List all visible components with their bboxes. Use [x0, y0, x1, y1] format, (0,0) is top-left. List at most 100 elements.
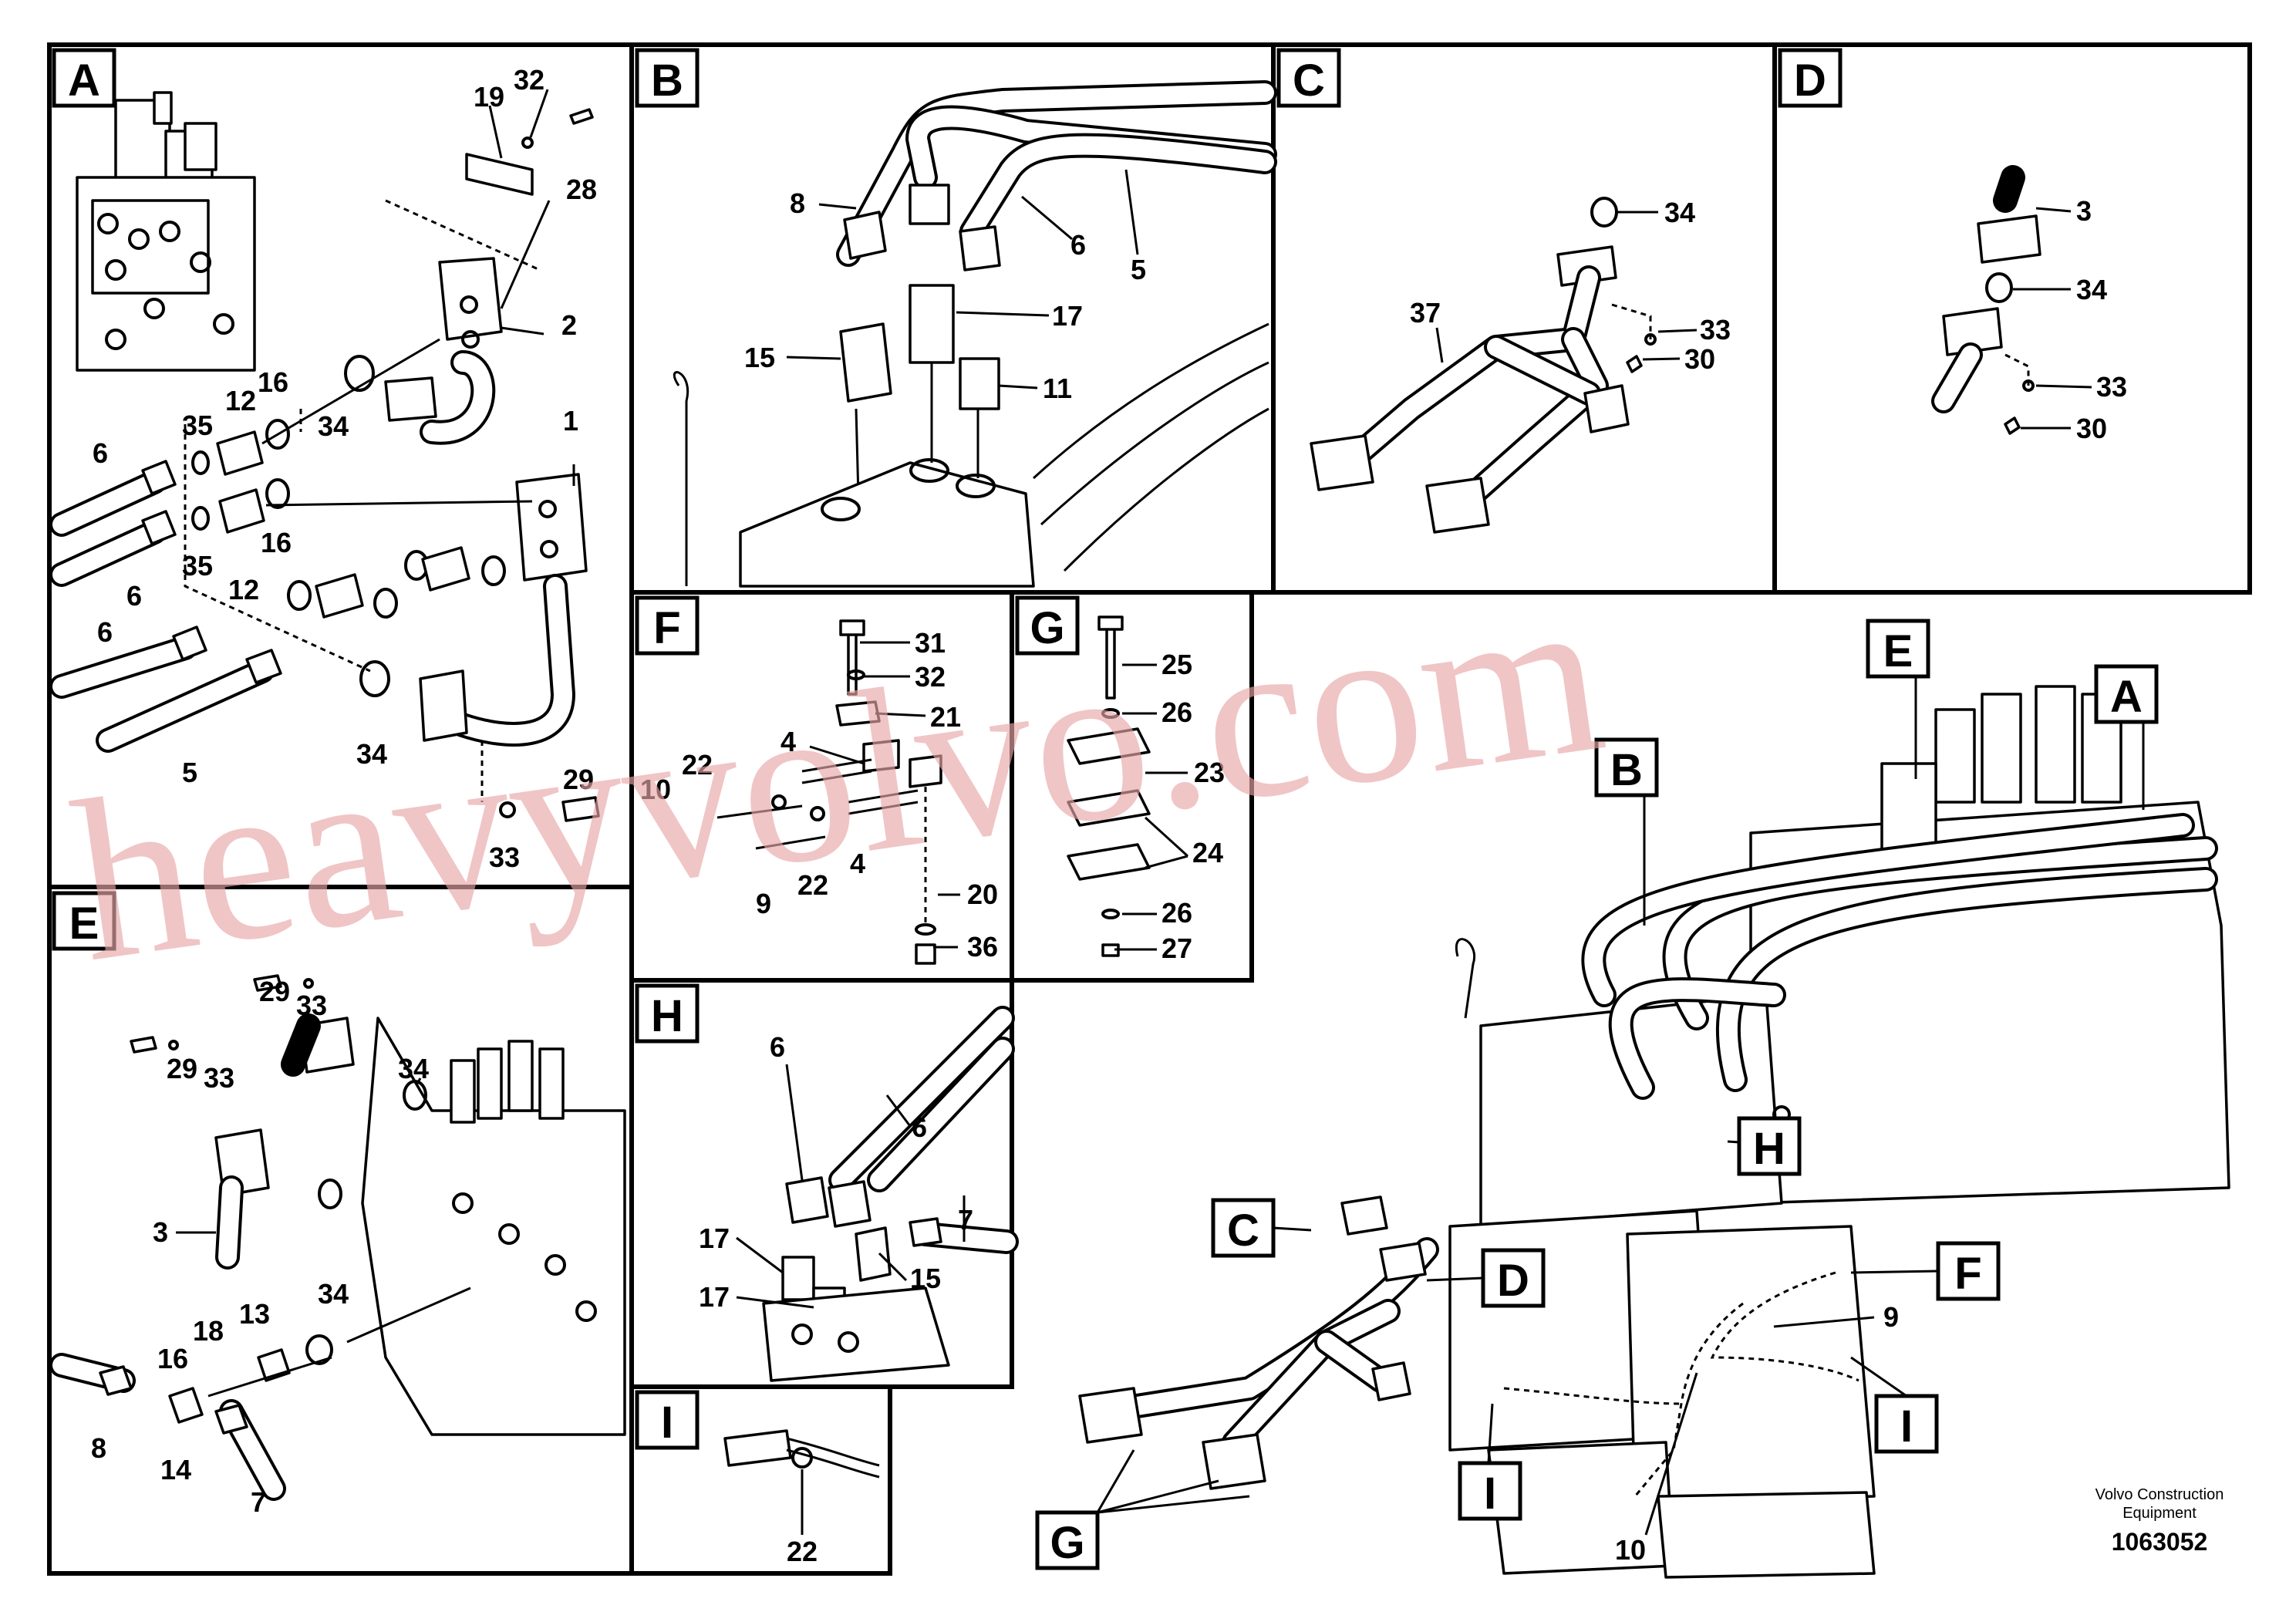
- callout: 29: [167, 1053, 197, 1084]
- callout: 37: [1410, 297, 1441, 329]
- callout: 10: [1615, 1534, 1646, 1566]
- panel-i-illustration: [723, 1429, 880, 1535]
- fitting-15: [839, 322, 892, 403]
- overview-tag-i-right: I: [1874, 1394, 1939, 1454]
- callouts-panel-f: 31 32 21 4 22 10 4 9 22 20 36: [640, 627, 998, 963]
- flange-1: [419, 669, 468, 742]
- callout: 9: [756, 888, 771, 919]
- callout: 4: [850, 848, 865, 879]
- callout: 22: [797, 869, 828, 901]
- panel-tag-i: I: [635, 1390, 700, 1450]
- clamp-block: [1583, 384, 1630, 433]
- callout: 1: [563, 405, 578, 437]
- block-part-2: [438, 257, 503, 341]
- elbow-15: [855, 1226, 892, 1282]
- callout: 15: [910, 1263, 941, 1294]
- callouts-panel-e: 29 33 29 33 34 3 34 13 18 16 8 14 7: [91, 976, 429, 1518]
- callout: 18: [193, 1315, 224, 1347]
- valve-body-h: [762, 1286, 950, 1382]
- callout: 21: [930, 701, 961, 733]
- company-name-line2: Equipment: [2122, 1505, 2197, 1522]
- callouts-panel-i: 22: [787, 1536, 818, 1567]
- callout: 6: [126, 580, 142, 612]
- svg-text:D: D: [1497, 1256, 1529, 1306]
- panel-tag-a: A: [52, 48, 116, 108]
- svg-text:E: E: [69, 899, 99, 949]
- callout: 12: [225, 385, 256, 416]
- callout: 5: [1131, 254, 1146, 285]
- callout-leader-lines: [176, 89, 2092, 1536]
- svg-text:A: A: [68, 56, 100, 106]
- swing-motor-right: [1626, 1225, 1876, 1506]
- callout: 29: [563, 764, 594, 795]
- callout: 36: [967, 931, 998, 963]
- callout: 8: [91, 1432, 106, 1464]
- flange-lower: [1942, 307, 2003, 356]
- panel-i-frame: [629, 1384, 892, 1576]
- panel-tag-f: F: [635, 595, 700, 656]
- flange-plate: [465, 153, 534, 196]
- panel-tag-e: E: [52, 891, 116, 951]
- svg-text:F: F: [653, 603, 680, 653]
- callouts-panel-a: 19 32 28 2 1 16 34 35 12 16 35 12 6 6 6 …: [93, 64, 597, 873]
- washer: [521, 137, 534, 149]
- overview-tags: E A B H C D F I I G: [1035, 619, 2159, 1570]
- control-valve-block: [76, 91, 256, 372]
- panel-tags: A B C D E F G H I: [52, 48, 1843, 1450]
- callout: 35: [182, 550, 213, 582]
- valve-body: [739, 461, 1035, 588]
- callout: 17: [1052, 300, 1083, 332]
- callout: 2: [561, 309, 577, 341]
- callout: 34: [318, 410, 349, 442]
- flange-left: [1310, 434, 1374, 491]
- callout: 9: [1883, 1301, 1899, 1333]
- callout: 26: [1161, 696, 1192, 728]
- callout: 12: [228, 574, 259, 605]
- callout: 30: [1684, 343, 1715, 375]
- callout: 11: [1043, 373, 1072, 404]
- panel-g-illustration: [1067, 615, 1151, 957]
- callouts-panel-c: 34 37 33 30: [1410, 197, 1731, 375]
- overview-tag-c: C: [1211, 1198, 1276, 1258]
- svg-text:A: A: [2110, 672, 2143, 722]
- svg-text:I: I: [1484, 1469, 1496, 1519]
- callout: 10: [640, 774, 671, 805]
- fitting-11: [959, 357, 1000, 410]
- tee-fitting: [168, 1387, 204, 1424]
- panel-tag-c: C: [1276, 48, 1341, 108]
- svg-text:H: H: [1753, 1124, 1785, 1174]
- company-name: Volvo Construction: [2095, 1486, 2224, 1503]
- fitting-17: [781, 1256, 815, 1301]
- callout: 26: [1161, 897, 1192, 929]
- callout: 34: [2076, 274, 2107, 305]
- panel-tag-h: H: [635, 983, 700, 1044]
- hose-fitting: [843, 211, 887, 260]
- callout: 6: [1070, 229, 1086, 261]
- block-part-1: [515, 473, 588, 582]
- callout: 32: [514, 64, 544, 96]
- callout: 17: [699, 1281, 730, 1313]
- callout: 30: [2076, 413, 2107, 444]
- callout: 27: [1161, 932, 1192, 964]
- callout: 24: [1192, 837, 1223, 868]
- callout: 23: [1194, 757, 1225, 788]
- callout: 17: [699, 1222, 730, 1254]
- callout: 33: [1700, 314, 1731, 346]
- panel-h-illustration: [762, 1006, 1019, 1382]
- panel-c-illustration: [1310, 197, 1657, 534]
- panel-a-illustration: [49, 91, 600, 822]
- callouts-main: 9 10: [1615, 1301, 1899, 1566]
- clamp-24a: [1067, 789, 1151, 827]
- callout: 4: [781, 726, 796, 757]
- svg-text:B: B: [651, 56, 683, 106]
- document-number: 1063052: [2112, 1528, 2208, 1556]
- nut-36: [915, 943, 936, 965]
- panel-tag-b: B: [635, 48, 700, 108]
- callout: 22: [787, 1536, 818, 1567]
- overview-tag-i-left: I: [1458, 1461, 1522, 1521]
- svg-text:I: I: [1900, 1401, 1913, 1452]
- callout: 13: [239, 1298, 270, 1330]
- svg-text:D: D: [1794, 56, 1826, 106]
- fitting-17: [909, 284, 955, 364]
